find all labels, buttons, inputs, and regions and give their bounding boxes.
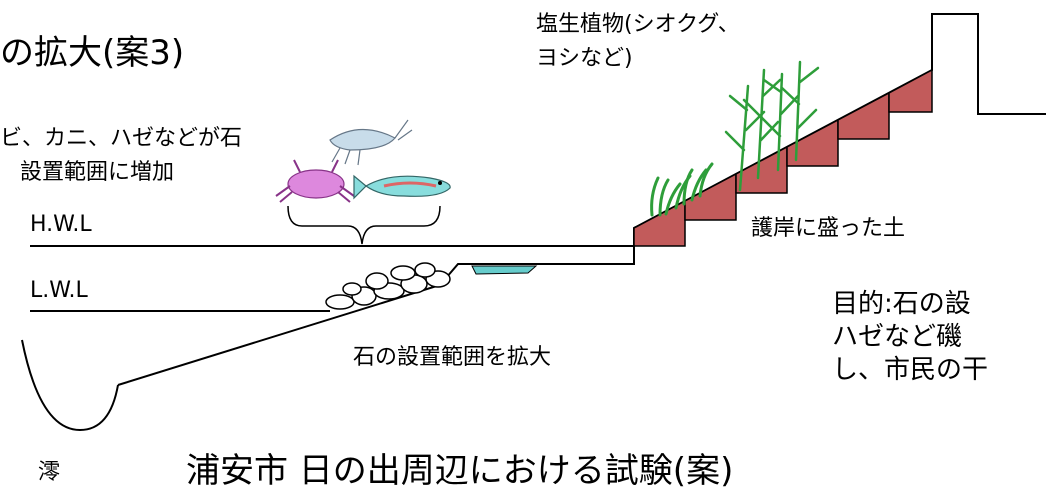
- shrimp-illustration: [329, 119, 413, 166]
- grass-tufts: [650, 162, 714, 217]
- stone-range-label: 石の設置範囲を拡大: [353, 345, 552, 370]
- hwl-label: H.W.L: [30, 212, 92, 237]
- objective-line3: し、市民の干: [832, 355, 989, 385]
- stones: [325, 262, 451, 310]
- soil-label: 護岸に盛った土: [751, 216, 906, 241]
- objective-line1: 目的:石の設: [832, 289, 971, 319]
- channel-curve: [21, 339, 119, 432]
- soil-steps: [633, 68, 933, 247]
- plants-label-line1: 塩生植物(シオクグ、: [536, 12, 740, 37]
- channel-label: 澪: [38, 460, 61, 485]
- plants-label-line2: ヨシなど): [536, 46, 633, 71]
- lwl-label: L.W.L: [30, 278, 88, 303]
- reeds: [724, 60, 820, 192]
- creatures-label-line2: 設置範囲に増加: [20, 160, 175, 185]
- bottom-title: 浦安市 日の出周辺における試験(案): [186, 451, 734, 491]
- creature-bracket: [287, 205, 441, 245]
- water-pool: [471, 265, 538, 275]
- title-fragment: の拡大(案3): [0, 33, 185, 73]
- crab-illustration: [275, 159, 355, 203]
- goby-illustration: [353, 174, 451, 200]
- creatures-label-line1: ビ、カニ、ハゼなどが石: [0, 126, 243, 151]
- objective-line2: ハゼなど磯: [832, 322, 963, 352]
